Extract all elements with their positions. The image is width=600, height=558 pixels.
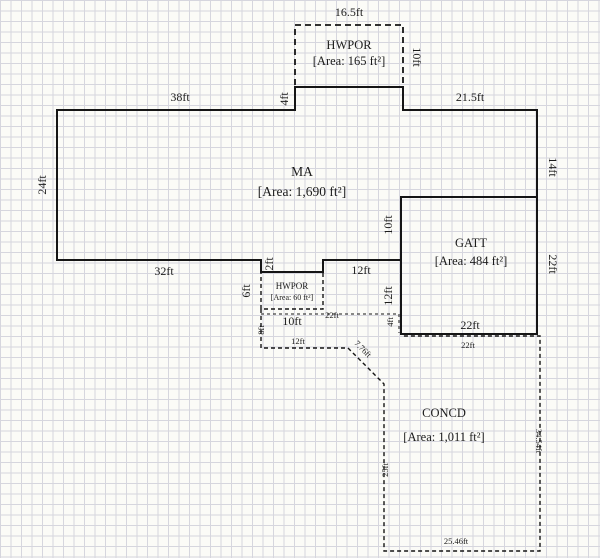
dim-hwpor-small-left: 6ft <box>239 284 253 298</box>
room-area-gatt: [Area: 484 ft²] <box>435 254 507 268</box>
room-label-hwpor-small: HWPOR <box>276 281 309 291</box>
room-label-gatt: GATT <box>455 236 487 250</box>
dim-concd-left: 25ft <box>380 463 390 477</box>
dim-strip-left: 8ft <box>256 325 266 335</box>
gatt-partition-wall <box>400 196 538 261</box>
concd-outline <box>260 309 541 552</box>
dim-gatt-bottom-outer: 22ft <box>461 340 475 350</box>
room-area-ma: [Area: 1,690 ft²] <box>258 184 346 199</box>
dim-ma-top-right: 21.5ft <box>456 90 485 104</box>
dim-hwpor-top-height: 10ft <box>410 47 424 67</box>
dim-ma-bottom-mid: 12ft <box>351 263 371 277</box>
dim-strip-bottom: 12ft <box>291 336 305 346</box>
room-area-hwpor-top: [Area: 165 ft²] <box>313 54 385 68</box>
dim-gatt-bottom: 22ft <box>460 318 480 332</box>
room-area-concd: [Area: 1,011 ft²] <box>403 430 484 444</box>
dim-concd-bottom: 25.46ft <box>444 536 469 546</box>
dim-gatt-left-upper: 10ft <box>381 215 395 235</box>
hwpor-top-outline <box>294 24 404 88</box>
dim-ma-bottom-jog: 2ft <box>262 257 276 271</box>
dim-concd-step: 4ft <box>385 317 395 327</box>
dim-ma-top-jog: 4ft <box>277 92 291 106</box>
room-label-concd: CONCD <box>422 406 466 420</box>
room-area-hwpor-small: [Area: 60 ft²] <box>271 293 314 302</box>
room-label-hwpor-top: HWPOR <box>326 38 372 52</box>
dim-ma-right-upper: 14ft <box>546 157 560 177</box>
dim-gatt-right: 22ft <box>546 254 560 274</box>
dim-hwpor-small-bottom: 10ft <box>282 314 302 328</box>
dim-concd-chamfer: 7.76ft <box>352 338 374 360</box>
dim-strip-right-small: 22ft <box>325 310 339 320</box>
dim-hwpor-top-width: 16.5ft <box>335 5 364 19</box>
dim-concd-right: 34.54ft <box>534 429 544 454</box>
room-label-ma: MA <box>291 164 313 179</box>
dim-ma-top-left: 38ft <box>170 90 190 104</box>
annotation-line <box>261 313 400 333</box>
dim-gatt-left-lower: 12ft <box>381 286 395 306</box>
dim-ma-left: 24ft <box>35 175 49 195</box>
hwpor-small-outline <box>260 271 324 310</box>
dim-ma-bottom-left: 32ft <box>154 264 174 278</box>
